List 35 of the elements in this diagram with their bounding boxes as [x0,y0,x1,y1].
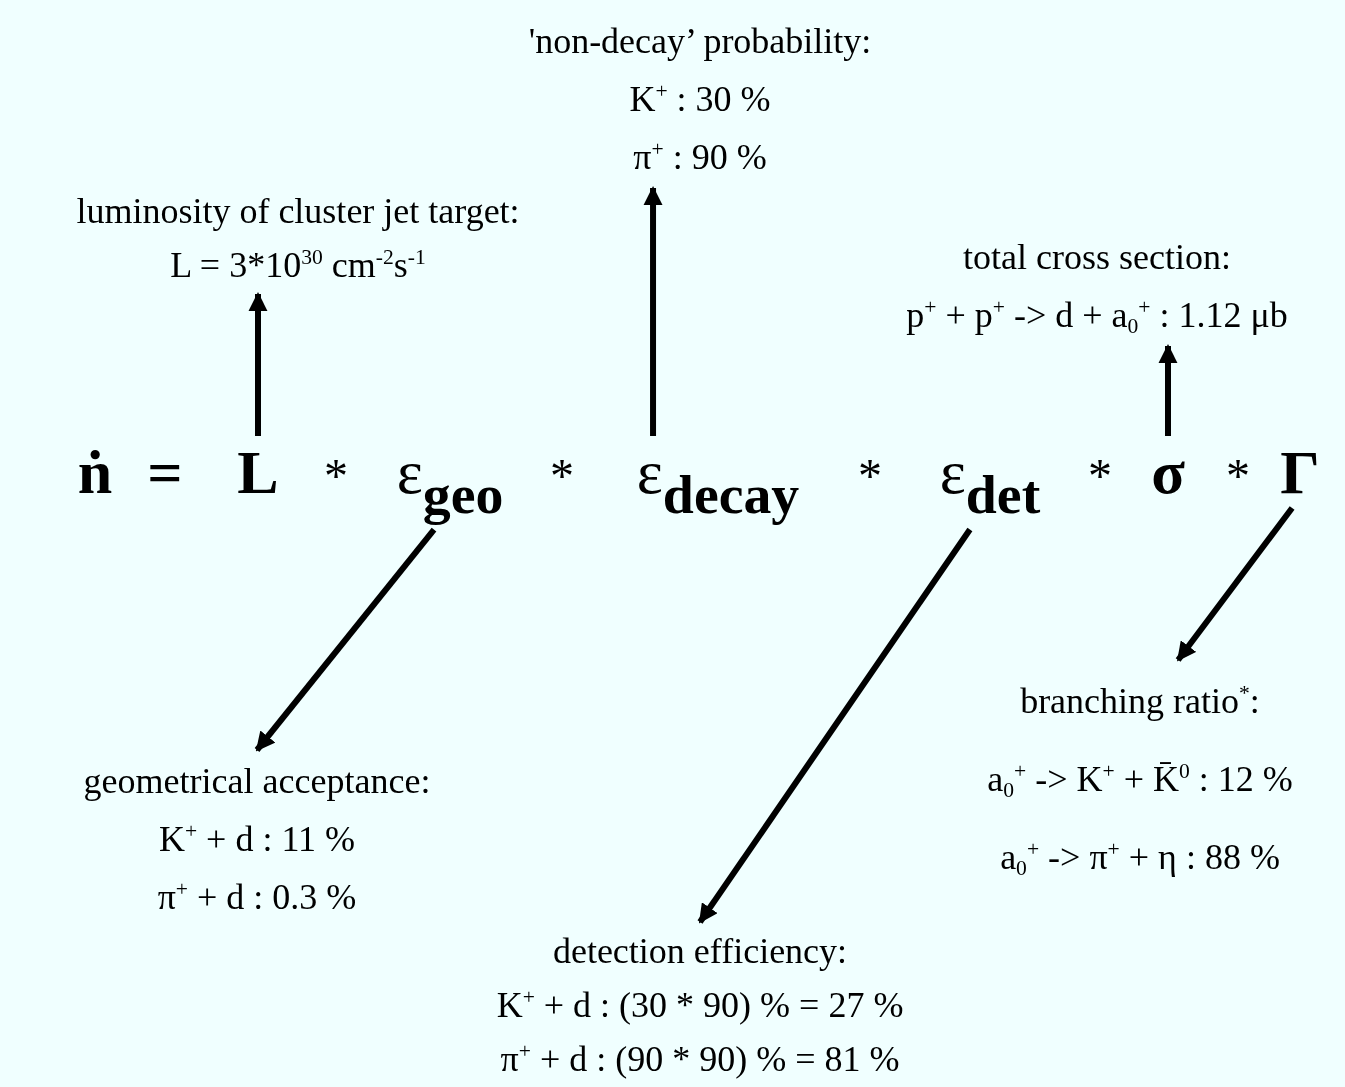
annotation-heading: luminosity of cluster jet target: [76,190,520,233]
multiplication-sign: * [858,448,882,504]
arrow [697,527,973,924]
annotation-heading: geometrical acceptance: [83,760,431,803]
formula-term: Γ [1280,436,1320,508]
annotation-value: a$_{0}$$^{+}$ -> π$^{+}$ + η : 88 % [999,836,1281,883]
arrow [643,186,663,436]
formula-term: ε$_{geo}$ [396,436,504,530]
formula-term: ε$_{det}$ [939,436,1041,530]
annotation-value: K$^{+}$ + d : (30 * 90) % = 27 % [496,984,904,1027]
annotation-value: π$^{+}$ + d : 0.3 % [156,876,358,919]
annotation-value: K$^{+}$ + d : 11 % [157,818,357,861]
equals-sign: = [147,437,183,508]
annotation-heading: total cross section: [962,236,1232,279]
arrow [254,527,437,752]
annotation-value: a$_{0}$$^{+}$ -> K$^{+}$ + K̄$^{0}$ : 12 % [987,758,1293,805]
formula-symbol: ṅ [77,437,113,508]
annotation-value: K$^{+}$ : 30 % [628,78,772,121]
annotation-heading: 'non-decay’ probability: [528,20,872,63]
multiplication-sign: * [550,448,574,504]
formula-term: ε$_{decay}$ [636,436,800,530]
annotation-value: π$^{+}$ : 90 % [632,136,768,179]
formula-term: σ [1151,436,1185,508]
formula-term: L [237,436,279,508]
annotation-value: L = 3*10$^{30}$ cm$^{-2}$s$^{-1}$ [169,244,427,287]
annotation-heading: detection efficiency: [551,930,849,973]
arrow [248,292,268,436]
multiplication-sign: * [324,448,348,504]
multiplication-sign: * [1088,448,1112,504]
annotation-value: π$^{+}$ + d : (90 * 90) % = 81 % [499,1038,901,1081]
multiplication-sign: * [1226,448,1250,504]
annotation-heading: branching ratio$^{*}$: [1019,680,1261,723]
arrow [1158,344,1178,436]
arrow [1175,506,1295,662]
annotation-value: p$^{+}$ + p$^{+}$ -> d + a$_{0}$$^{+}$ : 1.12 μb [906,294,1288,341]
